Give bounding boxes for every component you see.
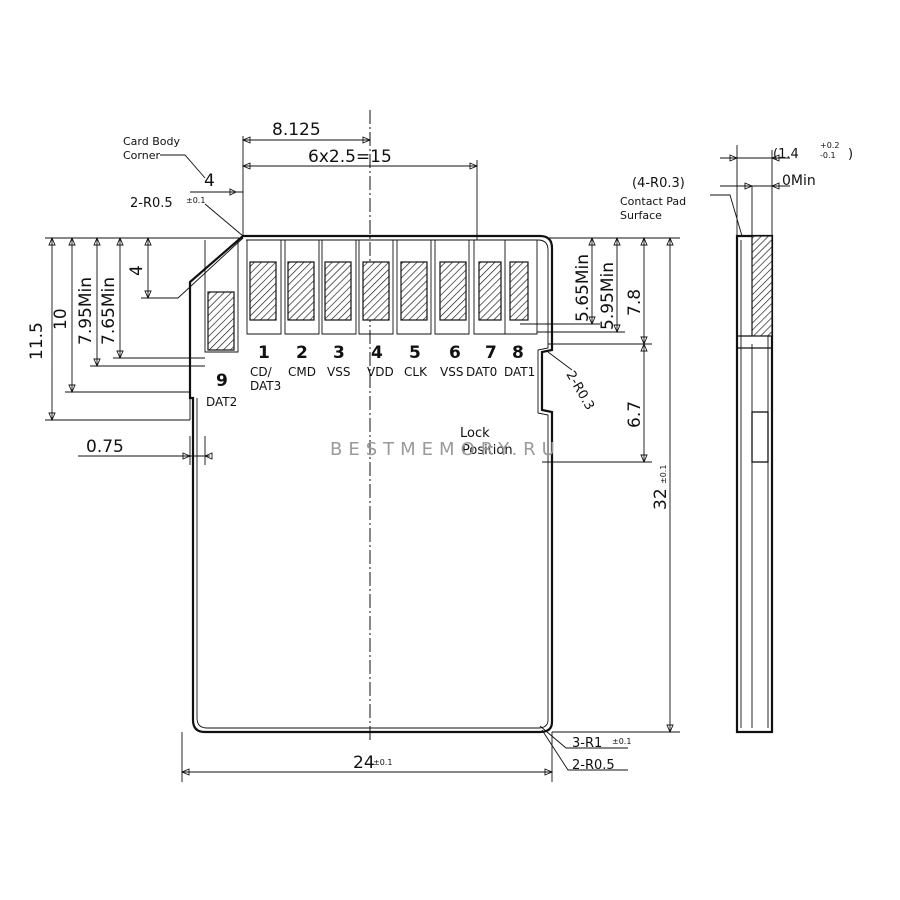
pin-7-name: DAT0: [466, 365, 497, 379]
pin-5-number: 5: [409, 343, 421, 363]
contact-pad-4: [362, 261, 390, 321]
side-contact-hatch: [751, 235, 773, 337]
card-body-corner-note-line1: Card Body: [123, 135, 180, 148]
pin-7-number: 7: [485, 343, 497, 363]
pin-1-name: CD/: [250, 365, 273, 379]
dim-67-label: 6.7: [625, 401, 645, 428]
dim-78-label: 7.8: [625, 289, 645, 316]
pin-3-name: VSS: [327, 365, 350, 379]
dim-115-label: 11.5: [27, 322, 47, 360]
contact-pad-2: [287, 261, 315, 321]
dim-right-lines: [520, 236, 680, 734]
contact-pad-9: [207, 291, 235, 351]
side-dim-lines: [710, 145, 790, 237]
dim-795-label: 7.95Min: [76, 277, 96, 345]
contact-pad-8: [509, 261, 529, 321]
card-body-inner-outline: [196, 239, 549, 729]
dim-10-label: 10: [51, 308, 71, 330]
card-body-corner-leader: [160, 154, 206, 179]
pin-2-name: CMD: [288, 365, 316, 379]
dim-r1-label: 3-R1: [572, 736, 602, 751]
dim-4-top-label: 4: [204, 171, 215, 191]
dim-8125-label: 8.125: [272, 120, 321, 140]
contact-pad-3: [324, 261, 352, 321]
dim-075-lines: [78, 436, 213, 465]
dim-32-label: 32: [651, 488, 671, 510]
side-thickness-tol-lo: -0.1: [820, 151, 836, 160]
dim-r05-top-label: 2-R0.5: [130, 196, 173, 211]
pin-2-number: 2: [296, 343, 308, 363]
contact-pad-7: [478, 261, 502, 321]
dim-r05-top-leader: [204, 203, 244, 237]
side-thickness-label: (1.4: [773, 147, 799, 162]
dim-4-top-lines: [190, 188, 243, 196]
dim-765-label: 7.65Min: [99, 277, 119, 345]
pin-6-name: VSS: [440, 365, 463, 379]
dim-pitch-label: 6x2.5=15: [308, 147, 392, 167]
side-step: [737, 335, 772, 349]
dim-24-tolerance: ±0.1: [373, 758, 392, 767]
contact-pad-6: [439, 261, 467, 321]
pin-8-number: 8: [512, 343, 524, 363]
dim-pitch-lines: [241, 160, 479, 240]
lock-position-note-line2: Position: [462, 443, 513, 458]
contact-slots: [204, 240, 538, 353]
pin-6-number: 6: [449, 343, 461, 363]
side-thickness-close: ): [848, 147, 853, 162]
pin-1-number: 1: [258, 343, 270, 363]
side-lock-notch: [751, 411, 769, 463]
contact-pad-note-line2: Surface: [620, 209, 662, 222]
dim-32-tolerance: ±0.1: [659, 465, 668, 484]
pin-4-name: VDD: [367, 365, 394, 379]
contact-pad-5: [400, 261, 428, 321]
dim-24-label: 24: [353, 753, 375, 773]
dim-r1-leader: [539, 725, 628, 771]
dim-075-label: 0.75: [86, 437, 124, 457]
dim-r03-leader: [547, 351, 573, 371]
pin-5-name: CLK: [404, 365, 428, 379]
watermark: BESTMEMORY.RU: [330, 439, 561, 460]
dim-4-left-label: 4: [127, 265, 147, 276]
side-0min-label: 0Min: [782, 173, 816, 189]
pin-4-number: 4: [371, 343, 383, 363]
front-view: 1 2 3 4 5 6 7 8 9 CD/ DAT3 CMD VSS VDD C…: [27, 110, 680, 782]
dim-r05-top-tolerance: ±0.1: [186, 196, 205, 205]
pin-3-number: 3: [333, 343, 345, 363]
dim-8125-lines: [241, 136, 372, 236]
dim-r05-bottom-label: 2-R0.5: [572, 758, 615, 773]
pin-1-name-line2: DAT3: [250, 379, 281, 393]
side-thickness-tol-hi: +0.2: [820, 141, 839, 150]
dim-565-label: 5.65Min: [573, 254, 593, 322]
dim-left-lines: [45, 236, 244, 422]
contact-pad-1: [249, 261, 277, 321]
dim-24-lines: [180, 732, 554, 782]
pin-9-number: 9: [216, 371, 228, 391]
dim-r1-tolerance: ±0.1: [612, 737, 631, 746]
card-body-corner-note-line2: Corner: [123, 149, 160, 162]
pin-9-name: DAT2: [206, 395, 237, 409]
side-r03-label: (4-R0.3): [632, 176, 685, 191]
contact-pad-note-line1: Contact Pad: [620, 195, 686, 208]
side-view: (1.4 +0.2 -0.1 ) (4-R0.3) 0Min Contact P…: [620, 141, 853, 734]
dim-r03-label: 2-R0.3: [563, 369, 597, 413]
card-body-outline: [188, 234, 554, 734]
dim-595-label: 5.95Min: [598, 262, 618, 330]
pin-8-name: DAT1: [504, 365, 535, 379]
lock-position-note-line1: Lock: [460, 426, 490, 441]
